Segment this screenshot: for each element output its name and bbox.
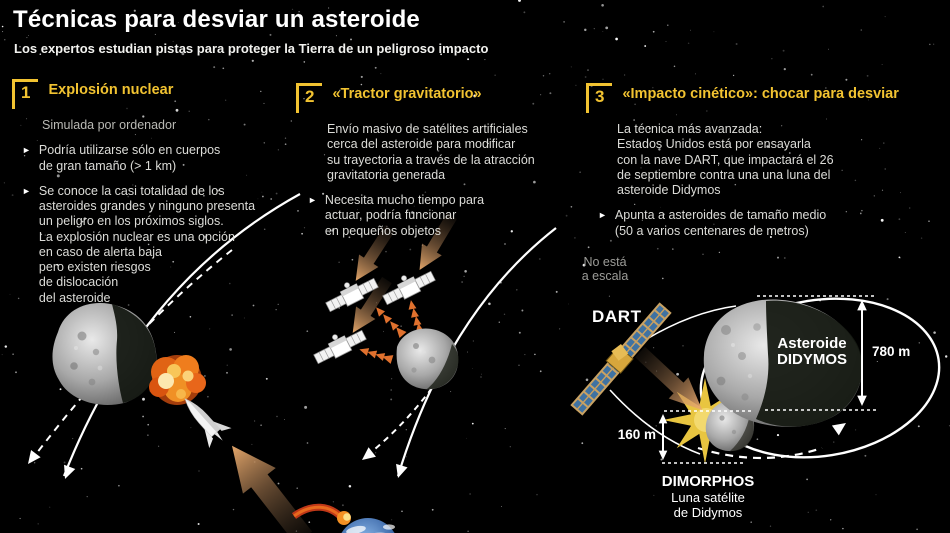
bullet-item: ► Necesita mucho tiempo para actuar, pod…: [308, 193, 580, 239]
section-heading: «Impacto cinético»: chocar para desviar: [622, 86, 899, 102]
section-heading: Explosión nuclear: [48, 82, 174, 98]
technique-1-section: 1 Explosión nuclear Simulada por ordenad…: [12, 79, 300, 306]
didymos-measure: [757, 295, 878, 411]
dimorphos-size-label: 160 m: [617, 427, 656, 442]
page-title: Técnicas para desviar un asteroide: [13, 6, 420, 33]
didymos-size-label: 780 m: [872, 344, 911, 359]
bullet-text: Apunta a asteroides de tamaño medio (50 …: [614, 208, 827, 238]
earth-icon: [291, 503, 395, 533]
dimorphos-measure: [658, 410, 754, 464]
section-number: 2: [296, 83, 323, 113]
nuclear-scene: [23, 193, 321, 533]
bullet-text: Se conoce la casi totalidad de los aster…: [38, 183, 256, 305]
bullet-triangle-icon: ►: [308, 195, 317, 205]
impact-arrow: [630, 341, 712, 421]
section-description: La técnica más avanzada: Estados Unidos …: [617, 122, 834, 197]
bullet-triangle-icon: ►: [22, 145, 31, 156]
section-heading: «Tractor gravitatorio»: [332, 86, 482, 102]
bullet-item: ► Podría utilizarse sólo en cuerpos de g…: [22, 143, 300, 174]
explosion-cloud-icon: [149, 355, 206, 405]
section-number: 1: [12, 79, 39, 109]
page-subtitle: Los expertos estudian pistas para proteg…: [14, 41, 489, 56]
asteroid-large-icon: [52, 303, 157, 405]
new-orbit-dashed: [697, 446, 823, 460]
bullet-text: Necesita mucho tiempo para actuar, podrí…: [324, 193, 485, 238]
dimorphos-sublabel: Luna satélite de Didymos: [671, 490, 745, 520]
bullet-item: ► Apunta a asteroides de tamaño medio (5…: [598, 208, 948, 239]
scale-note: No está a escala: [581, 255, 629, 284]
tractor-scene: [309, 210, 557, 480]
bullet-item: ► Se conoce la casi totalidad de los ast…: [22, 184, 300, 306]
dart-scene: [570, 295, 941, 464]
dimorphos-label: DIMORPHOS: [661, 473, 755, 490]
technique-2-section: 2 «Tractor gravitatorio» Envío masivo de…: [296, 83, 580, 239]
technique-3-section: 3 «Impacto cinético»: chocar para desvia…: [586, 83, 948, 239]
rocket-icon: [184, 398, 232, 449]
launch-arrow: [215, 432, 321, 533]
didymos-icon: [703, 299, 863, 427]
bullet-triangle-icon: ►: [22, 185, 31, 196]
section-note: Simulada por ordenador: [42, 118, 177, 132]
section-description: Envío masivo de satélites artificiales c…: [327, 122, 535, 182]
section-number: 3: [586, 83, 613, 113]
bullet-triangle-icon: ►: [598, 210, 607, 221]
bullet-text: Podría utilizarse sólo en cuerpos de gra…: [38, 143, 221, 173]
satellite-icon: [309, 322, 369, 367]
header: Técnicas para desviar un asteroide Los e…: [13, 6, 488, 56]
asteroid-medium-icon: [396, 328, 459, 390]
dart-spacecraft-icon: [570, 302, 672, 416]
dart-label: DART: [592, 307, 642, 326]
didymos-label: Asteroide DIDYMOS: [776, 335, 847, 369]
